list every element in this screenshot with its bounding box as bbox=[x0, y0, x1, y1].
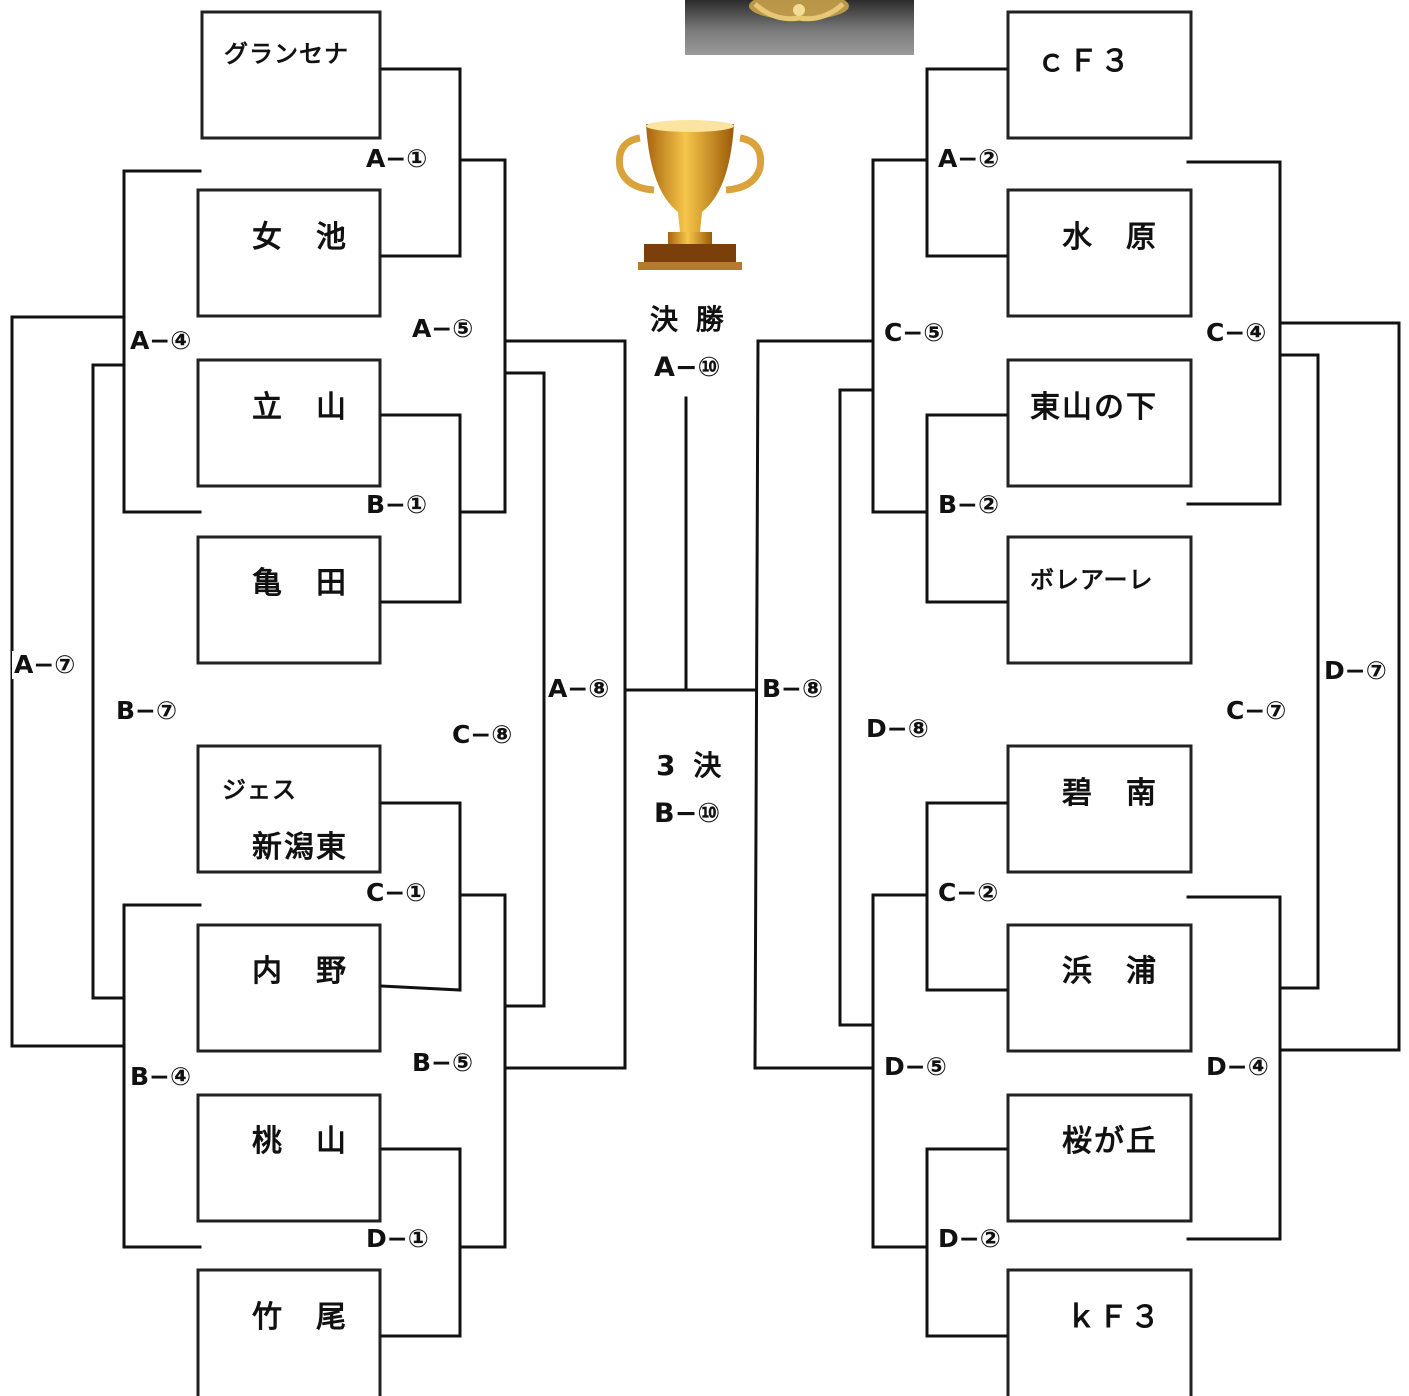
left-team-box-1 bbox=[200, 10, 382, 140]
left-match-b4-line bbox=[122, 903, 202, 1249]
right-team-name-6: 浜 浦 bbox=[1062, 954, 1158, 989]
right-match-c2-line bbox=[925, 801, 1008, 992]
left-team-box-2 bbox=[196, 188, 382, 318]
match-label-d4: D−④ bbox=[1204, 1052, 1271, 1081]
left-match-c1-line bbox=[380, 801, 462, 992]
left-team-box-3 bbox=[196, 358, 382, 488]
right-team-box-6 bbox=[1006, 923, 1193, 1053]
right-team-name-8: ｋＦ３ bbox=[1066, 1300, 1162, 1335]
right-team-box-3 bbox=[1006, 358, 1193, 488]
match-label-b7: B−⑦ bbox=[114, 696, 180, 725]
left-team-name-4: 亀 田 bbox=[252, 566, 348, 601]
left-team-name-1: グランセナ bbox=[224, 39, 349, 68]
left-match-c8-line bbox=[505, 371, 546, 1008]
right-team-box-7 bbox=[1006, 1093, 1193, 1223]
right-match-b2-line bbox=[925, 413, 1008, 604]
match-label-a1: A−① bbox=[364, 144, 430, 173]
left-match-a8-line bbox=[505, 339, 627, 1070]
right-match-d2-line bbox=[925, 1147, 1008, 1338]
right-team-name-1: ｃＦ３ bbox=[1036, 44, 1132, 79]
left-team-box-6 bbox=[196, 923, 382, 1053]
right-match-c4-line bbox=[1186, 160, 1282, 506]
left-team-box-5 bbox=[196, 744, 382, 874]
match-label-d7: D−⑦ bbox=[1322, 656, 1389, 685]
left-team-name-2: 女 池 bbox=[252, 220, 348, 255]
left-team-box-8 bbox=[196, 1268, 382, 1396]
final-title: 決 勝 bbox=[650, 303, 728, 336]
match-label-b1: B−① bbox=[364, 490, 430, 519]
right-team-name-7: 桜が丘 bbox=[1062, 1124, 1158, 1159]
right-team-name-4: ボレアーレ bbox=[1030, 565, 1154, 594]
match-label-a2: A−② bbox=[936, 144, 1002, 173]
right-team-name-3: 東山の下 bbox=[1030, 390, 1158, 425]
match-label-a7: A−⑦ bbox=[12, 650, 78, 679]
match-label-d2: D−② bbox=[936, 1224, 1003, 1253]
left-match-a1-line bbox=[380, 67, 462, 258]
right-team-box-1 bbox=[1006, 10, 1193, 140]
match-label-c8: C−⑧ bbox=[450, 720, 515, 749]
match-label-d8: D−⑧ bbox=[864, 714, 931, 743]
match-label-c4: C−④ bbox=[1204, 318, 1269, 347]
match-label-a5: A−⑤ bbox=[410, 314, 476, 343]
left-match-b7-line bbox=[91, 363, 126, 1000]
left-match-a5-line bbox=[460, 158, 507, 514]
right-match-d5-line bbox=[871, 893, 927, 1249]
match-label-c7: C−⑦ bbox=[1224, 696, 1289, 725]
match-label-b8: B−⑧ bbox=[760, 674, 826, 703]
third-place-match-label: B−⑩ bbox=[652, 798, 723, 829]
match-label-b2: B−② bbox=[936, 490, 1002, 519]
match-label-c1: C−① bbox=[364, 878, 429, 907]
right-team-box-4 bbox=[1006, 535, 1193, 665]
left-team-name-7: 桃 山 bbox=[252, 1124, 348, 1159]
match-label-c2: C−② bbox=[936, 878, 1001, 907]
right-match-b8-line bbox=[753, 339, 873, 1070]
left-team-box-7 bbox=[196, 1093, 382, 1223]
left-team-name-5b: 新潟東 bbox=[252, 830, 348, 865]
left-match-a7-line bbox=[10, 315, 126, 1048]
right-team-box-8 bbox=[1006, 1268, 1193, 1396]
right-team-box-5 bbox=[1006, 744, 1193, 874]
right-team-name-5: 碧 南 bbox=[1062, 776, 1158, 811]
match-label-c5: C−⑤ bbox=[882, 318, 947, 347]
left-team-name-3: 立 山 bbox=[252, 390, 348, 425]
match-label-d5: D−⑤ bbox=[882, 1052, 949, 1081]
right-match-c7-line bbox=[1280, 353, 1320, 990]
match-label-b4: B−④ bbox=[128, 1062, 194, 1091]
right-match-d8-line bbox=[838, 388, 873, 1027]
match-label-a8: A−⑧ bbox=[546, 674, 612, 703]
match-label-a4: A−④ bbox=[128, 326, 194, 355]
left-match-b5-line bbox=[460, 893, 507, 1249]
left-team-box-4 bbox=[196, 535, 382, 665]
trophy-icon bbox=[610, 120, 770, 275]
left-team-name-8: 竹 尾 bbox=[252, 1300, 348, 1335]
right-match-d4-line bbox=[1186, 895, 1282, 1241]
right-match-d7-line bbox=[1280, 321, 1401, 1052]
gold-crown-ornament-icon bbox=[685, 0, 914, 55]
left-team-name-5a: ジェス bbox=[222, 775, 297, 804]
right-match-c5-line bbox=[871, 158, 927, 514]
match-label-b5: B−⑤ bbox=[410, 1048, 476, 1077]
left-match-d1-line bbox=[380, 1147, 462, 1338]
match-label-d1: D−① bbox=[364, 1224, 431, 1253]
third-place-title: 3 決 bbox=[656, 749, 726, 782]
right-team-box-2 bbox=[1006, 188, 1193, 318]
left-match-a4-line bbox=[122, 169, 202, 514]
final-match-label: A−⑩ bbox=[652, 352, 723, 383]
right-match-a2-line bbox=[925, 67, 1008, 258]
right-team-name-2: 水 原 bbox=[1062, 220, 1158, 255]
left-team-name-6: 内 野 bbox=[252, 954, 348, 989]
left-match-b1-line bbox=[380, 413, 462, 604]
